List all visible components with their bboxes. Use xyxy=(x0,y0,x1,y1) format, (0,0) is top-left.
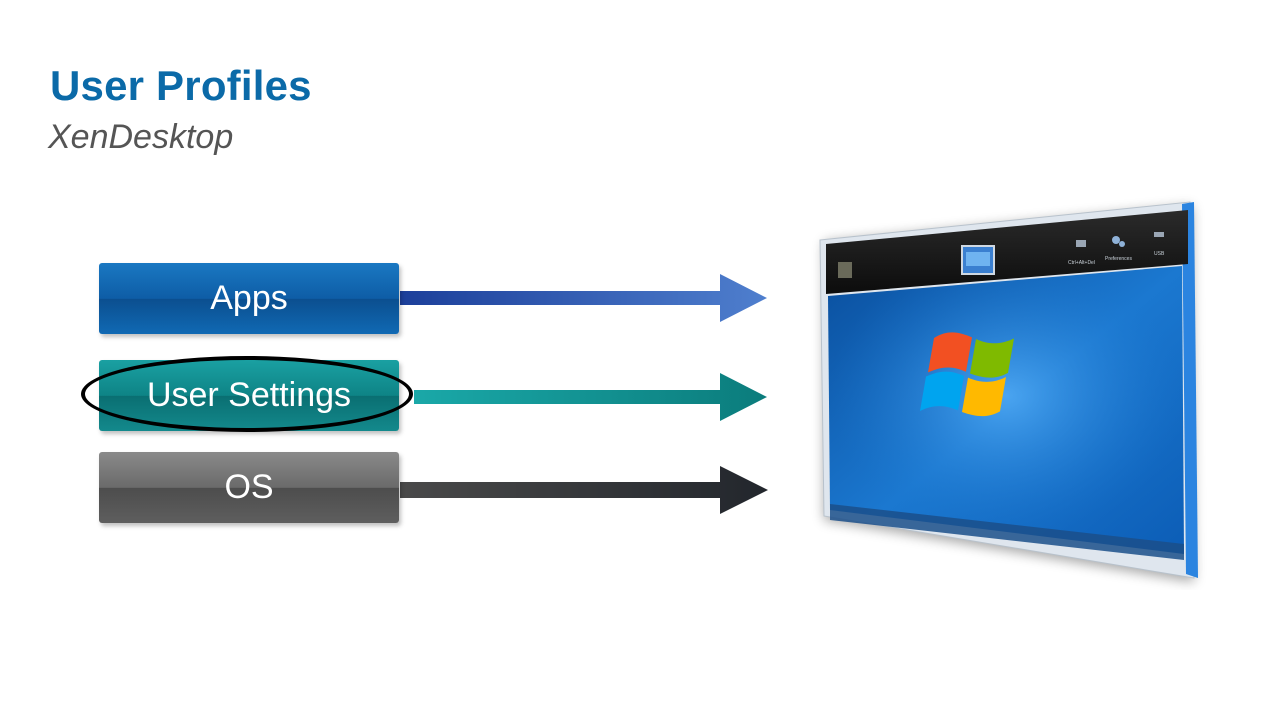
highlight-ellipse xyxy=(81,356,413,432)
taskbar xyxy=(830,504,1184,560)
user-settings-arrow xyxy=(414,373,767,421)
os-label: OS xyxy=(224,468,274,506)
ctrl-alt-del-button: Ctrl+Alt+Del xyxy=(1068,260,1095,266)
virtual-desktop-screen: Ctrl+Alt+Del Preferences USB xyxy=(810,190,1210,590)
usb-icon xyxy=(1154,232,1164,237)
keyboard-icon xyxy=(1076,240,1086,247)
remote-toolbar xyxy=(826,210,1188,294)
preferences-button: Preferences xyxy=(1105,256,1132,262)
slide-title: User Profiles xyxy=(50,62,312,109)
apps-layer-box: Apps xyxy=(99,263,399,334)
usb-button: USB xyxy=(1154,251,1165,257)
windows-logo-icon xyxy=(920,332,1014,417)
apps-arrow xyxy=(400,274,767,322)
os-arrow xyxy=(400,466,768,514)
desktop-screen-illustration: Ctrl+Alt+Del Preferences USB xyxy=(819,201,1198,582)
os-layer-box: OS xyxy=(99,452,399,523)
gear-icon xyxy=(1112,236,1120,244)
slide-subtitle: XenDesktop xyxy=(48,118,234,156)
apps-label: Apps xyxy=(210,279,288,317)
